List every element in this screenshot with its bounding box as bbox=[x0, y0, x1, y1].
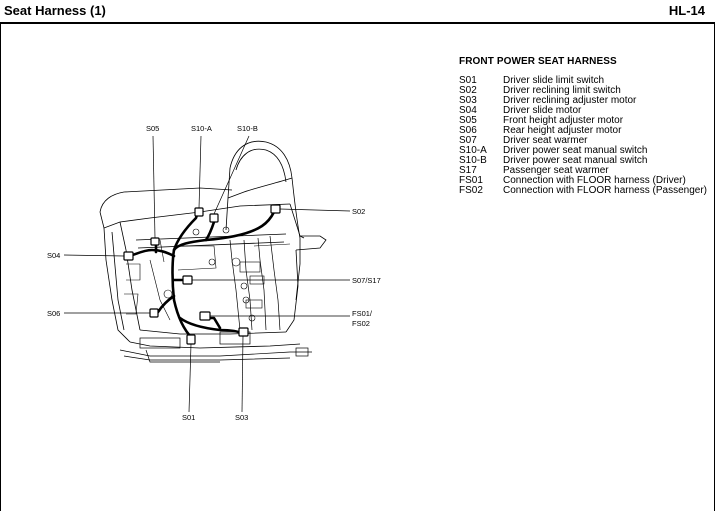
legend-code: S07 bbox=[459, 135, 477, 146]
connector-s02 bbox=[270, 204, 281, 214]
seat-harness-diagram: S05 S10-A S10-B S02 S04 S07/S17 S06 FS01… bbox=[47, 124, 381, 422]
connector-s07-s17 bbox=[182, 275, 193, 285]
seat-cushion-frame bbox=[99, 187, 327, 349]
connector-s10a bbox=[194, 207, 204, 217]
callout-leader-lines bbox=[63, 135, 351, 413]
legend-row: S03 Driver reclining adjuster motor bbox=[459, 96, 709, 106]
legend-code: FS01 bbox=[459, 175, 483, 186]
legend-code: S05 bbox=[459, 115, 477, 126]
legend-row: FS02 Connection with FLOOR harness (Passe… bbox=[459, 186, 709, 196]
legend-description: Passenger seat warmer bbox=[503, 165, 609, 176]
seat-slide-rails bbox=[119, 235, 312, 363]
connector-s10b bbox=[209, 213, 219, 223]
page-title: Seat Harness (1) bbox=[4, 3, 106, 18]
legend-description: Driver slide motor bbox=[503, 105, 582, 116]
legend-row: S07 Driver seat warmer bbox=[459, 136, 709, 146]
connector-s03 bbox=[238, 327, 249, 337]
legend-row: S04 Driver slide motor bbox=[459, 106, 709, 116]
legend-description: Front height adjuster motor bbox=[503, 115, 624, 126]
seat-backrest bbox=[225, 140, 301, 301]
callout-s03: S03 bbox=[235, 413, 248, 422]
legend-code: S02 bbox=[459, 85, 477, 96]
callout-s07-s17: S07/S17 bbox=[352, 276, 381, 285]
callout-s06: S06 bbox=[47, 309, 60, 318]
legend-row: S06 Rear height adjuster motor bbox=[459, 126, 709, 136]
legend-code: S06 bbox=[459, 125, 477, 136]
callout-s02: S02 bbox=[352, 207, 365, 216]
legend-code: S01 bbox=[459, 75, 477, 86]
legend-code: S10-A bbox=[459, 145, 487, 156]
legend-description: Driver slide limit switch bbox=[503, 75, 605, 86]
page-code: HL-14 bbox=[668, 3, 705, 18]
legend-code: S17 bbox=[459, 165, 477, 176]
legend-row: S02 Driver reclining limit switch bbox=[459, 86, 709, 96]
legend-row: S10-A Driver power seat manual switch bbox=[459, 146, 709, 156]
legend-row: S01 Driver slide limit switch bbox=[459, 76, 709, 86]
legend-code: FS02 bbox=[459, 185, 483, 196]
callout-s04: S04 bbox=[47, 251, 60, 260]
connector-s06 bbox=[149, 308, 159, 318]
legend-row: S10-B Driver power seat manual switch bbox=[459, 156, 709, 166]
connector-s05 bbox=[150, 237, 160, 246]
legend-description: Rear height adjuster motor bbox=[503, 125, 622, 136]
callout-s10a: S10-A bbox=[191, 124, 212, 133]
page-header: Seat Harness (1) HL-14 bbox=[0, 0, 715, 24]
legend-row: FS01 Connection with FLOOR harness (Drive… bbox=[459, 176, 709, 186]
legend-row: S05 Front height adjuster motor bbox=[459, 116, 709, 126]
legend-code: S03 bbox=[459, 95, 477, 106]
legend-code: S10-B bbox=[459, 155, 487, 166]
callout-s01: S01 bbox=[182, 413, 195, 422]
legend-description: Connection with FLOOR harness (Driver) bbox=[503, 175, 686, 186]
legend-description: Driver power seat manual switch bbox=[503, 145, 648, 156]
legend-description: Driver seat warmer bbox=[503, 135, 588, 146]
legend-code: S04 bbox=[459, 105, 477, 116]
callout-fs01: FS01/ bbox=[352, 309, 373, 318]
callout-fs02: FS02 bbox=[352, 319, 370, 328]
seat-mechanism-details bbox=[124, 226, 291, 322]
legend-row: S17 Passenger seat warmer bbox=[459, 166, 709, 176]
frame-left-border bbox=[0, 24, 1, 511]
connector-s01 bbox=[186, 334, 196, 345]
legend-description: Connection with FLOOR harness (Passenger… bbox=[503, 185, 707, 196]
legend-description: Driver power seat manual switch bbox=[503, 155, 648, 166]
callout-s10b: S10-B bbox=[237, 124, 258, 133]
legend-title: FRONT POWER SEAT HARNESS bbox=[459, 56, 617, 67]
connector-s04 bbox=[123, 251, 134, 261]
harness-connectors bbox=[123, 204, 281, 345]
legend-description: Driver reclining adjuster motor bbox=[503, 95, 637, 106]
connector-fs01-fs02 bbox=[199, 311, 211, 321]
legend-description: Driver reclining limit switch bbox=[503, 85, 621, 96]
callout-s05: S05 bbox=[146, 124, 159, 133]
